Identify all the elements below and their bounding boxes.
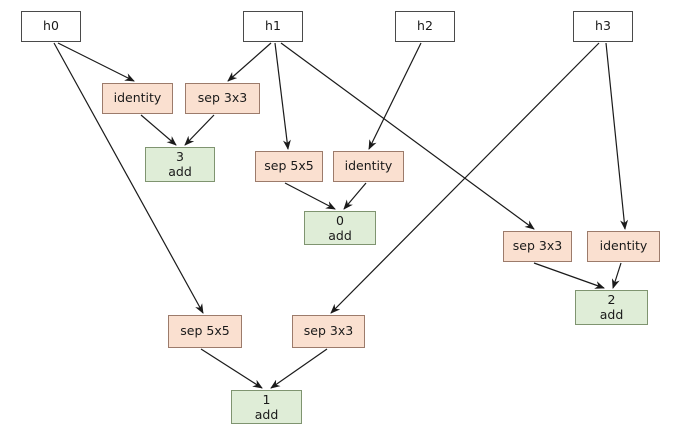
edge-op_sep3x3_a-to-add3: [184, 114, 215, 146]
edge-h2-to-op_identity_b: [368, 42, 422, 150]
node-op_identity_c-label: identity: [599, 238, 648, 254]
node-h3-label: h3: [595, 18, 611, 34]
edge-op_sep3x3_c-to-add1: [270, 348, 328, 389]
node-h0[interactable]: h0: [21, 11, 81, 42]
node-add3-index: 3: [176, 149, 184, 164]
node-op_identity_b[interactable]: identity: [333, 151, 404, 182]
node-add3-label: add: [168, 163, 192, 179]
node-add2-label: add: [599, 306, 624, 322]
edge-h1-to-op_sep3x3_b: [280, 42, 535, 230]
node-h2[interactable]: h2: [395, 11, 455, 42]
node-op_sep3x3_c[interactable]: sep 3x3: [292, 315, 365, 348]
node-h1-label: h1: [265, 18, 281, 34]
edge-op_sep3x3_b-to-add2: [533, 262, 605, 289]
node-h3[interactable]: h3: [573, 11, 633, 42]
node-add0-label: add: [328, 227, 352, 243]
node-op_identity_b-label: identity: [344, 158, 393, 174]
node-op_sep3x3_c-label: sep 3x3: [303, 323, 354, 339]
node-op_identity_a[interactable]: identity: [102, 83, 173, 114]
edge-h1-to-op_sep3x3_a: [227, 42, 272, 82]
edge-h0-to-op_identity_a: [57, 42, 135, 82]
node-op_sep5x5_b-label: sep 5x5: [180, 323, 230, 339]
node-op_sep5x5_a-label: sep 5x5: [264, 158, 314, 174]
edge-h3-to-op_identity_c: [605, 42, 629, 230]
node-op_sep5x5_b[interactable]: sep 5x5: [168, 315, 242, 348]
node-op_sep3x3_b-label: sep 3x3: [512, 238, 563, 254]
node-op_sep3x3_b[interactable]: sep 3x3: [503, 231, 572, 262]
node-op_sep5x5_a[interactable]: sep 5x5: [255, 151, 323, 182]
node-h1[interactable]: h1: [243, 11, 303, 42]
edge-h1-to-op_sep5x5_a: [274, 42, 291, 150]
node-op_identity_a-label: identity: [113, 90, 162, 106]
edge-op_sep5x5_a-to-add0: [284, 182, 336, 210]
node-add1-index: 1: [262, 392, 271, 407]
node-op_identity_c[interactable]: identity: [587, 231, 660, 262]
node-add0-index: 0: [336, 213, 344, 228]
node-add2-index: 2: [607, 292, 616, 307]
node-op_sep3x3_a-label: sep 3x3: [197, 90, 248, 106]
edge-op_sep5x5_b-to-add1: [200, 348, 263, 389]
node-h2-label: h2: [417, 18, 433, 34]
node-h0-label: h0: [43, 18, 59, 34]
edge-op_identity_a-to-add3: [140, 114, 177, 146]
node-op_sep3x3_a[interactable]: sep 3x3: [185, 83, 260, 114]
edge-op_identity_c-to-add2: [611, 262, 622, 289]
node-add1-label: add: [254, 406, 279, 422]
edge-op_identity_b-to-add0: [343, 182, 367, 210]
